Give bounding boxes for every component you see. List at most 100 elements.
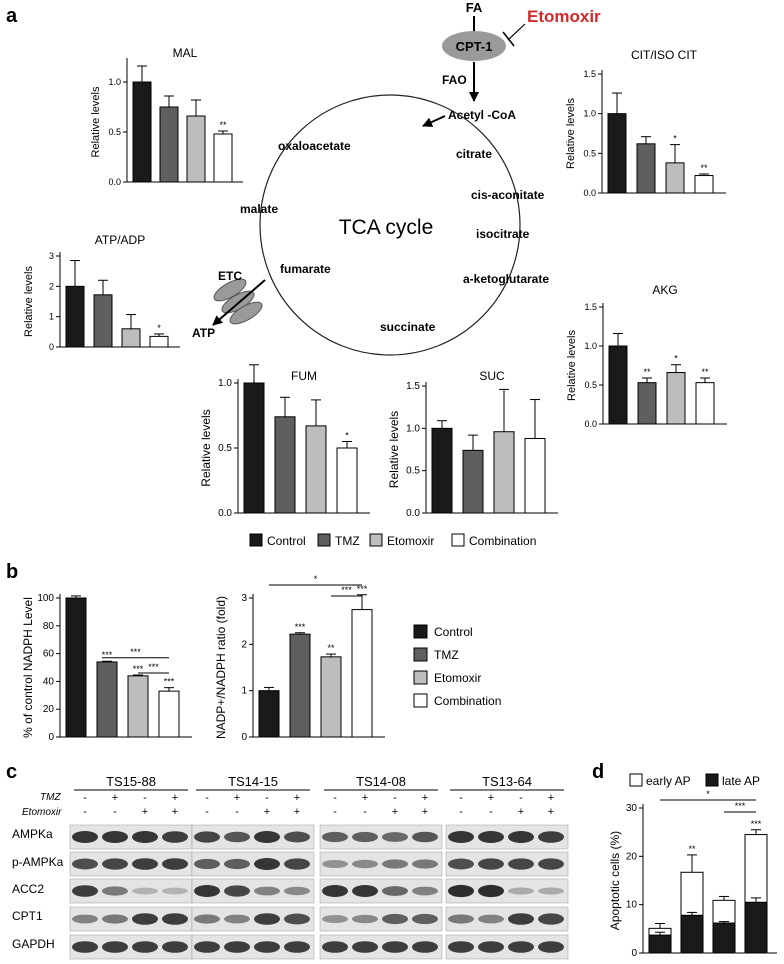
significance-label: * bbox=[674, 354, 678, 364]
treatment-sign: - bbox=[265, 792, 269, 804]
protein-band bbox=[102, 914, 128, 924]
legend-panel-b: Control TMZ Etomoxir Combination bbox=[413, 624, 501, 708]
protein-band bbox=[322, 885, 348, 897]
bar bbox=[258, 690, 280, 738]
protein-band bbox=[412, 913, 438, 925]
treatment-sign: + bbox=[172, 792, 178, 804]
protein-band bbox=[132, 831, 158, 843]
protein-band bbox=[254, 831, 280, 843]
protein-band bbox=[162, 887, 188, 895]
protein-band bbox=[382, 832, 408, 842]
protein-band bbox=[352, 885, 378, 897]
treatment-sign: - bbox=[113, 806, 117, 818]
protein-band bbox=[72, 858, 98, 870]
protein-band bbox=[162, 831, 188, 843]
treatment-sign: - bbox=[459, 792, 463, 804]
bar bbox=[213, 133, 233, 183]
protein-band bbox=[194, 858, 220, 870]
treatment-sign: + bbox=[294, 792, 300, 804]
y-tick-label: 0.0 bbox=[108, 177, 121, 187]
significance-label: *** bbox=[357, 584, 368, 594]
protein-band bbox=[102, 886, 128, 896]
cpt1-enzyme bbox=[442, 31, 506, 61]
tca-pathway-diagram: FA CPT-1 Etomoxir FAO Acetyl -CoA TCA cy… bbox=[192, 0, 601, 356]
treatment-sign: + bbox=[142, 806, 148, 818]
y-tick-label: 0.0 bbox=[218, 508, 232, 519]
treatment-sign: - bbox=[459, 806, 463, 818]
treatment-sign: - bbox=[205, 792, 209, 804]
protein-band bbox=[254, 858, 280, 870]
acetyl-coa-arrow bbox=[422, 115, 446, 127]
metabolite-cis-aconitate: cis-aconitate bbox=[471, 188, 545, 202]
atp-label: ATP bbox=[192, 326, 215, 340]
protein-band bbox=[412, 859, 438, 869]
significance-label: *** bbox=[130, 647, 141, 657]
significance-label: ** bbox=[327, 643, 335, 653]
y-tick-label: 20 bbox=[626, 851, 638, 862]
protein-label-gapdh: GAPDH bbox=[12, 937, 55, 951]
metabolite-citrate: citrate bbox=[456, 147, 492, 161]
protein-band bbox=[478, 858, 504, 870]
legend-swatch-early-ap bbox=[629, 773, 643, 787]
legend-label: Combination bbox=[469, 534, 536, 548]
protein-label-cpt1: CPT1 bbox=[12, 909, 43, 923]
protein-band bbox=[322, 914, 348, 924]
protein-band bbox=[254, 913, 280, 925]
tca-cycle-ring bbox=[259, 94, 521, 356]
protein-band bbox=[508, 913, 534, 925]
protein-band bbox=[224, 885, 250, 897]
y-tick-label: 1.0 bbox=[218, 378, 232, 389]
protein-band bbox=[448, 884, 474, 898]
protein-band bbox=[538, 941, 564, 953]
significance-label: ** bbox=[700, 163, 708, 173]
treatment-sign: + bbox=[112, 792, 118, 804]
y-tick-label: 0 bbox=[49, 342, 54, 352]
bar bbox=[243, 382, 265, 514]
panel-label-d: d bbox=[592, 761, 604, 783]
legend-label: late AP bbox=[722, 774, 760, 788]
bar bbox=[186, 115, 206, 183]
tca-cycle-title: TCA cycle bbox=[339, 216, 434, 239]
bar-early-ap bbox=[680, 871, 704, 916]
significance-label: ** bbox=[219, 120, 227, 130]
significance-label: *** bbox=[133, 664, 144, 674]
bar bbox=[351, 609, 373, 738]
treatment-sign: - bbox=[333, 806, 337, 818]
bar-late-ap bbox=[712, 922, 736, 954]
legend-panel-a: Control TMZ Etomoxir Combination bbox=[249, 533, 536, 548]
treatment-sign: + bbox=[294, 806, 300, 818]
y-axis-label: Relative levels bbox=[90, 86, 102, 157]
legend-label: TMZ bbox=[335, 534, 360, 548]
treatment-sign: - bbox=[83, 792, 87, 804]
y-tick-label: 100 bbox=[37, 593, 54, 604]
bar bbox=[158, 690, 180, 738]
protein-band bbox=[478, 831, 504, 843]
y-axis-label: % of control NADPH Level bbox=[21, 597, 35, 738]
fao-label: FAO bbox=[442, 73, 467, 87]
y-tick-label: 0.5 bbox=[583, 148, 596, 158]
legend-panel-d: early AP late AP bbox=[629, 773, 760, 788]
treatment-sign: - bbox=[143, 792, 147, 804]
significance-label: * bbox=[314, 574, 318, 584]
protein-band bbox=[382, 941, 408, 953]
protein-band bbox=[194, 914, 220, 924]
significance-label: *** bbox=[735, 801, 746, 811]
bar bbox=[462, 449, 484, 514]
significance-label: *** bbox=[102, 650, 113, 660]
protein-band bbox=[224, 914, 250, 924]
y-tick-label: 40 bbox=[43, 676, 55, 687]
bar bbox=[320, 656, 342, 738]
protein-band bbox=[72, 831, 98, 843]
panel-label-c: c bbox=[6, 761, 17, 783]
bar bbox=[93, 294, 113, 348]
bar bbox=[336, 447, 358, 514]
bar bbox=[637, 382, 657, 425]
y-tick-label: 0.5 bbox=[406, 466, 420, 477]
